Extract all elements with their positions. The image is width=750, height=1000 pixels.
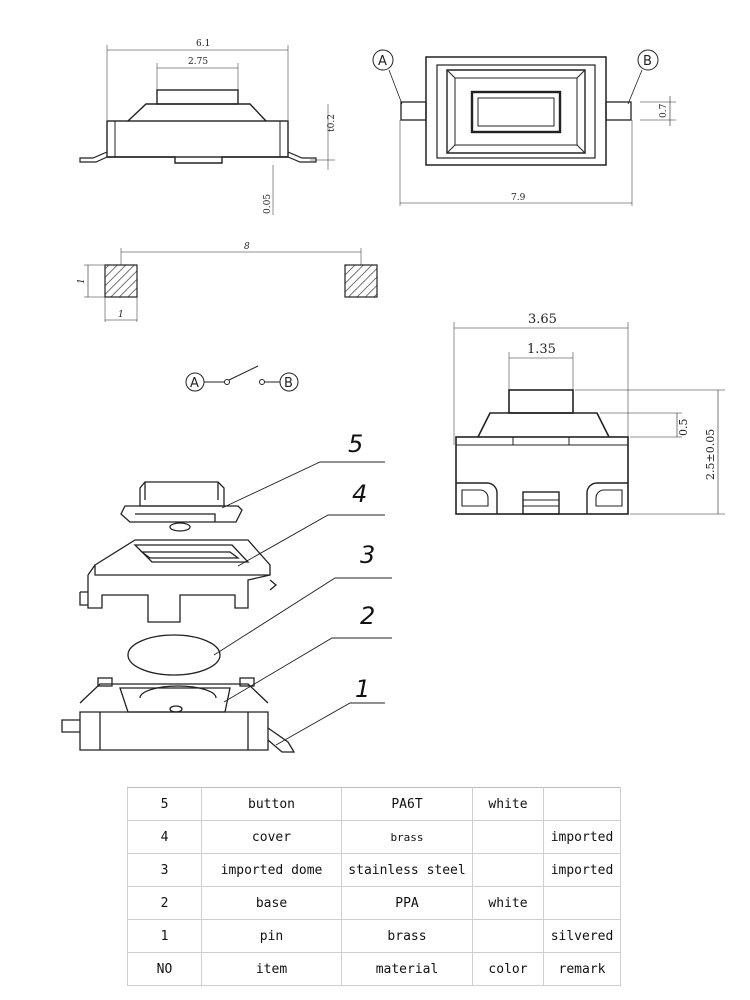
terminal-a-label: A xyxy=(378,54,387,69)
part-button xyxy=(120,481,243,532)
pad-left xyxy=(104,264,138,298)
front-dim-travel: 0.5 xyxy=(677,419,690,437)
table-row: 5 button PA6T white xyxy=(127,787,621,821)
top-view: 6.1 2.75 t0.2 0.05 xyxy=(79,39,337,215)
pad-span: 8 xyxy=(244,242,250,252)
header-color: color xyxy=(472,952,544,986)
dim-height: t0.2 xyxy=(327,114,337,132)
pad-layout: 8 1 1 xyxy=(77,242,378,322)
table-cell xyxy=(543,787,621,821)
table-header-row: NO item material color remark xyxy=(127,952,621,986)
table-cell: imported xyxy=(543,820,621,854)
front-dim-body: 3.65 xyxy=(528,312,557,327)
schematic-b: B xyxy=(284,376,293,391)
front-dim-height: 2.5±0.05 xyxy=(704,429,717,480)
table-cell xyxy=(543,886,621,920)
dim-width: 7.9 xyxy=(511,193,526,203)
table-cell: white xyxy=(472,886,544,920)
table-cell: pin xyxy=(201,919,342,953)
table-cell: brass xyxy=(341,820,473,854)
technical-drawing: 6.1 2.75 t0.2 0.05 A B xyxy=(61,39,725,753)
terminal-b-label: B xyxy=(643,54,652,69)
table-cell xyxy=(472,919,544,953)
front-dim-button: 1.35 xyxy=(527,342,556,357)
table-row: 4 cover brass imported xyxy=(127,820,621,854)
table-row: 1 pin brass silvered xyxy=(127,919,621,953)
table-cell: 4 xyxy=(127,820,202,854)
table-cell xyxy=(472,853,544,887)
dim-button: 2.75 xyxy=(188,57,208,67)
part-dome xyxy=(127,634,221,676)
dim-lead: 0.7 xyxy=(659,103,669,118)
table-cell: PPA xyxy=(341,886,473,920)
header-material: material xyxy=(341,952,473,986)
bill-of-materials: 5 button PA6T white 4 cover brass import… xyxy=(127,787,621,986)
table-cell: 5 xyxy=(127,787,202,821)
part-base xyxy=(61,677,296,753)
table-row: 2 base PPA white xyxy=(127,886,621,920)
table-cell: imported xyxy=(543,853,621,887)
table-cell: silvered xyxy=(543,919,621,953)
table-cell: stainless steel xyxy=(341,853,473,887)
part-cover xyxy=(79,539,278,623)
plan-view: A B 7.9 0.7 xyxy=(372,49,676,206)
table-cell: 1 xyxy=(127,919,202,953)
dim-thickness: 0.05 xyxy=(263,194,273,214)
header-no: NO xyxy=(127,952,202,986)
callout-1: 1 xyxy=(355,675,370,703)
pad-height: 1 xyxy=(77,278,87,284)
table-row: 3 imported dome stainless steel imported xyxy=(127,853,621,887)
table-cell: white xyxy=(472,787,544,821)
exploded-view xyxy=(61,461,392,753)
front-view: 3.65 1.35 0.5 2.5±0.05 xyxy=(453,312,725,515)
dim-overall: 6.1 xyxy=(196,39,210,49)
table-cell: PA6T xyxy=(341,787,473,821)
table-cell: base xyxy=(201,886,342,920)
header-item: item xyxy=(201,952,342,986)
table-cell: 2 xyxy=(127,886,202,920)
pad-right xyxy=(344,264,378,298)
schematic-a: A xyxy=(190,376,199,391)
switch-schematic: A B xyxy=(185,365,299,392)
table-cell: brass xyxy=(341,919,473,953)
pad-width: 1 xyxy=(118,310,124,320)
header-remark: remark xyxy=(543,952,621,986)
callout-5: 5 xyxy=(348,430,363,458)
callout-4: 4 xyxy=(352,480,367,508)
table-cell: cover xyxy=(201,820,342,854)
callout-3: 3 xyxy=(360,541,375,569)
table-cell xyxy=(472,820,544,854)
callout-labels: 5 4 3 2 1 xyxy=(348,430,375,703)
callout-2: 2 xyxy=(360,602,375,630)
table-cell: button xyxy=(201,787,342,821)
table-cell: 3 xyxy=(127,853,202,887)
table-cell: imported dome xyxy=(201,853,342,887)
